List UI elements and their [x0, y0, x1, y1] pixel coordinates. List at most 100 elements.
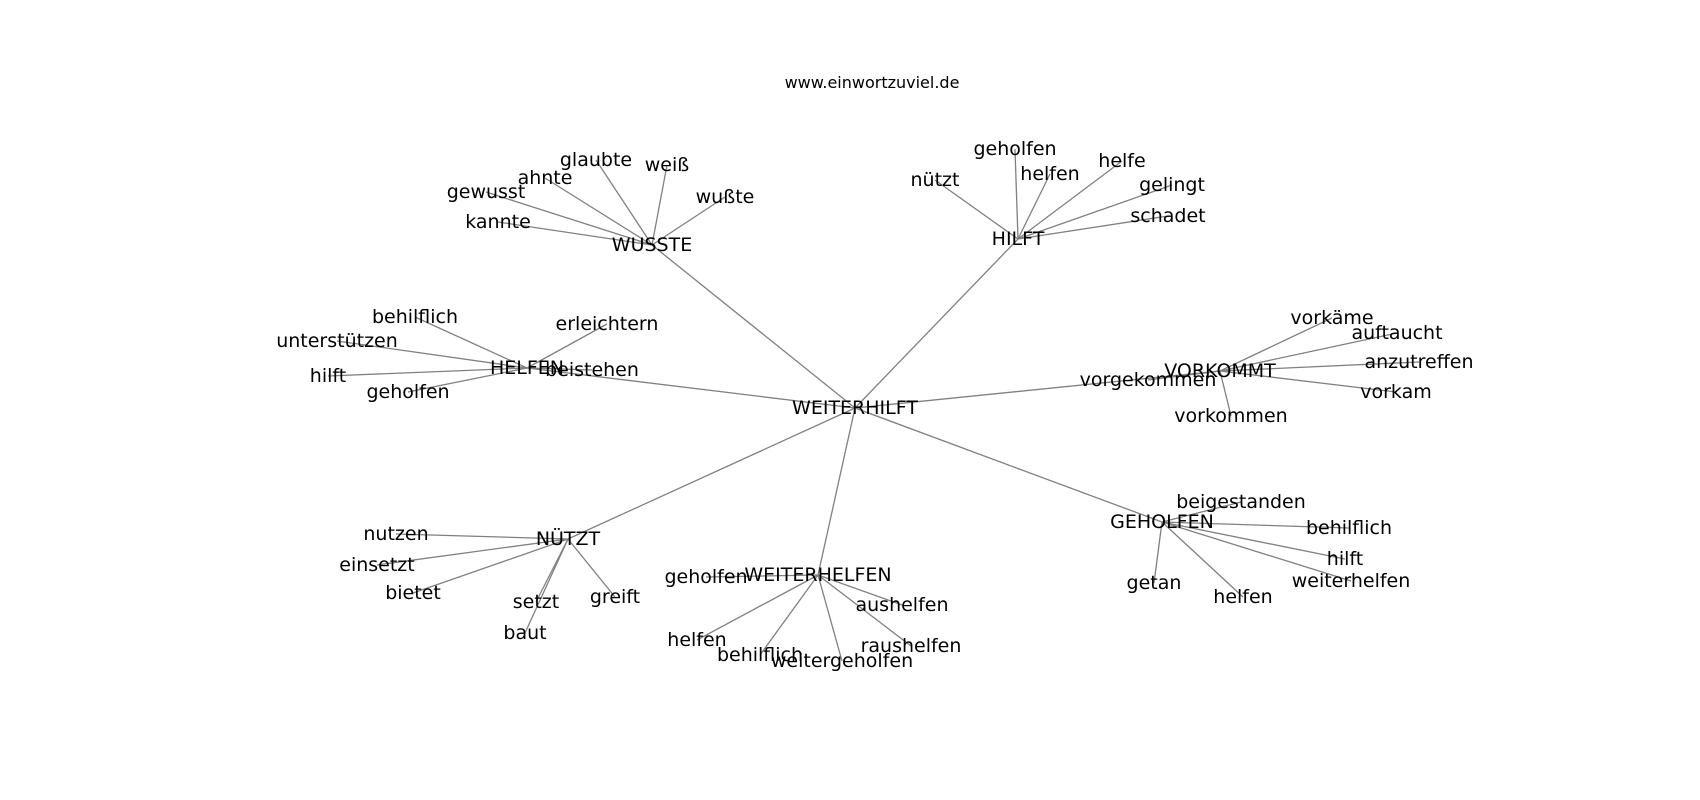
edge-hub-to-word	[526, 367, 593, 371]
edge-hub-to-word	[1219, 332, 1398, 372]
word-node: vorkam	[1360, 381, 1432, 403]
word-node: vorkommen	[1174, 405, 1287, 427]
edges	[327, 148, 1420, 662]
word-node: schadet	[1130, 205, 1205, 227]
word-node: einsetzt	[339, 554, 414, 576]
edge-root-to-hub	[567, 407, 856, 540]
word-node: bietet	[385, 582, 441, 604]
word-node: geholfen	[366, 381, 449, 403]
edge-hub-to-word	[817, 574, 843, 662]
word-node: behilflich	[717, 644, 803, 666]
edge-hub-to-word	[407, 367, 528, 393]
edge-hub-to-word	[595, 159, 653, 246]
word-node: baut	[503, 622, 546, 644]
word-node: geholfen	[664, 566, 747, 588]
word-node: raushelfen	[861, 635, 962, 657]
hub-node: GEHOLFEN	[1110, 511, 1214, 533]
word-node: greift	[590, 586, 640, 608]
word-node: vorkäme	[1290, 307, 1373, 329]
edge-hub-to-word	[1014, 148, 1019, 240]
edge-hub-to-word	[544, 177, 653, 246]
word-node: hilft	[1327, 548, 1363, 570]
word-node: nutzen	[363, 523, 428, 545]
word-node: aushelfen	[855, 594, 948, 616]
word-node: helfen	[1020, 163, 1079, 185]
word-node: behilflich	[1306, 517, 1392, 539]
word-node: nützt	[911, 169, 960, 191]
edge-hub-to-word	[526, 323, 608, 369]
edge-hub-to-word	[1017, 160, 1123, 240]
edge-hub-to-word	[327, 367, 528, 377]
edge-hub-to-word	[376, 538, 569, 566]
edge-hub-to-word	[412, 538, 569, 594]
word-node: weitergeholfen	[771, 650, 913, 672]
edge-hub-to-word	[1017, 215, 1169, 240]
edge-hub-to-word	[567, 538, 616, 598]
edge-hub-to-word	[497, 221, 653, 246]
edge-hub-to-word	[524, 538, 569, 634]
word-node: getan	[1127, 572, 1182, 594]
word-node: erleichtern	[556, 313, 659, 335]
hub-node: WEITERHELFEN	[744, 564, 891, 586]
edge-hub-to-word	[1219, 361, 1420, 372]
edge-hub-to-word	[817, 574, 903, 606]
edge-hub-to-word	[1153, 521, 1163, 584]
word-node: gewusst	[447, 181, 526, 203]
word-node: wußte	[696, 186, 755, 208]
hub-node: NÜTZT	[536, 527, 601, 550]
word-node: setzt	[513, 591, 559, 613]
edge-hub-to-word	[1161, 521, 1244, 598]
word-node: anzutreffen	[1364, 351, 1473, 373]
word-node: hilft	[310, 365, 346, 387]
word-node: beistehen	[545, 359, 639, 381]
word-node: weiß	[645, 154, 690, 176]
word-node: auftaucht	[1351, 322, 1442, 344]
edge-hub-to-word	[1017, 173, 1051, 240]
edge-hub-to-word	[336, 340, 528, 369]
site-caption: www.einwortzuviel.de	[785, 73, 960, 92]
word-node: beigestanden	[1176, 491, 1306, 513]
edge-root-to-hub	[526, 367, 856, 409]
word-node: kannte	[465, 211, 531, 233]
edge-root-to-hub	[817, 407, 856, 576]
edge-hub-to-word	[1161, 501, 1242, 523]
edge-hub-to-word	[1147, 370, 1221, 381]
edge-hub-to-word	[651, 196, 726, 246]
edge-hub-to-word	[696, 574, 819, 641]
edge-hub-to-word	[1161, 521, 1350, 529]
hub-node: HELFEN	[490, 357, 564, 379]
word-node: helfen	[1213, 586, 1272, 608]
hub-node: VORKOMMT	[1164, 360, 1276, 382]
edge-hub-to-word	[395, 533, 569, 540]
word-node: vorgekommen	[1080, 369, 1217, 391]
hub-node: HILFT	[992, 228, 1045, 250]
edge-hub-to-word	[1219, 370, 1397, 393]
word-node: helfe	[1098, 150, 1145, 172]
edge-hub-to-word	[759, 574, 819, 656]
word-node: helfen	[667, 629, 726, 651]
edge-hub-to-word	[1161, 521, 1346, 560]
word-node: weiterhelfen	[1292, 570, 1411, 592]
edge-root-to-hub	[651, 244, 856, 409]
edge-hub-to-word	[817, 574, 912, 647]
edge-hub-to-word	[1219, 317, 1333, 372]
edge-root-to-hub	[854, 407, 1163, 523]
edge-hub-to-word	[705, 574, 819, 578]
word-node: unterstützen	[276, 330, 398, 352]
edge-root-to-hub	[854, 370, 1221, 409]
edge-hub-to-word	[1017, 184, 1173, 240]
edge-hub-to-word	[485, 191, 653, 246]
edge-root-to-hub	[854, 238, 1019, 409]
root-node: WEITERHILFT	[792, 397, 918, 419]
word-node: glaubte	[560, 149, 632, 171]
edge-hub-to-word	[934, 179, 1019, 240]
word-node: geholfen	[973, 138, 1056, 160]
edge-hub-to-word	[414, 316, 528, 369]
edge-hub-to-word	[1219, 370, 1232, 417]
edge-hub-to-word	[1161, 521, 1352, 582]
word-node: ahnte	[518, 167, 573, 189]
word-node: behilflich	[372, 306, 458, 328]
word-node: gelingt	[1139, 174, 1205, 196]
